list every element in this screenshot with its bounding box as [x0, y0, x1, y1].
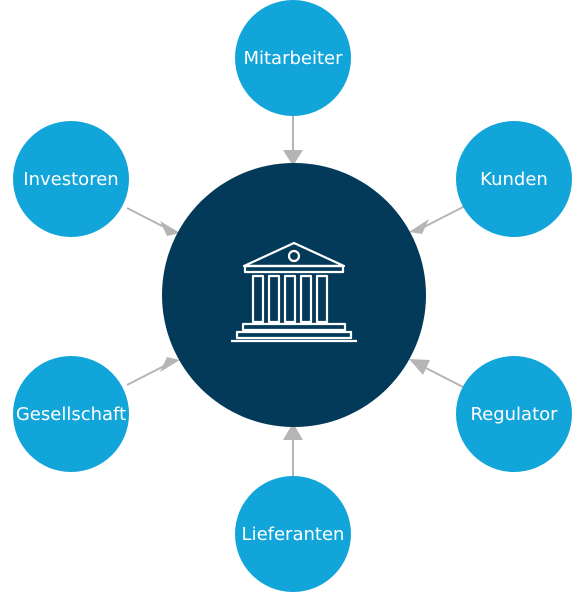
node-bottom-left: Gesellschaft: [13, 356, 129, 472]
arrowhead-top: [283, 150, 303, 166]
node-label-bottom: Lieferanten: [241, 523, 345, 545]
node-label-bottom-right: Regulator: [470, 403, 558, 425]
node-label-top: Mitarbeiter: [243, 47, 343, 69]
node-label-bottom-left: Gesellschaft: [15, 403, 127, 425]
arrowhead-bottom: [283, 423, 303, 440]
node-bottom-right: Regulator: [456, 356, 572, 472]
bank-building-icon: [229, 238, 359, 352]
node-top-right: Kunden: [456, 121, 572, 237]
arrow-bottom-right: [423, 366, 464, 388]
node-top-left: Investoren: [13, 121, 129, 237]
arrowhead-top-right: [409, 219, 429, 234]
node-label-top-right: Kunden: [480, 168, 548, 190]
arrowhead-bottom-left: [160, 357, 180, 372]
arrow-bottom-left: [126, 364, 167, 386]
node-top: Mitarbeiter: [235, 0, 351, 116]
node-label-top-left: Investoren: [23, 168, 119, 190]
node-bottom: Lieferanten: [235, 476, 351, 592]
arrow-top-right: [423, 205, 466, 228]
arrow-top-left: [126, 207, 167, 229]
center-circle: [162, 163, 426, 427]
arrowhead-top-left: [160, 221, 180, 236]
arrowhead-bottom-right: [409, 359, 430, 375]
